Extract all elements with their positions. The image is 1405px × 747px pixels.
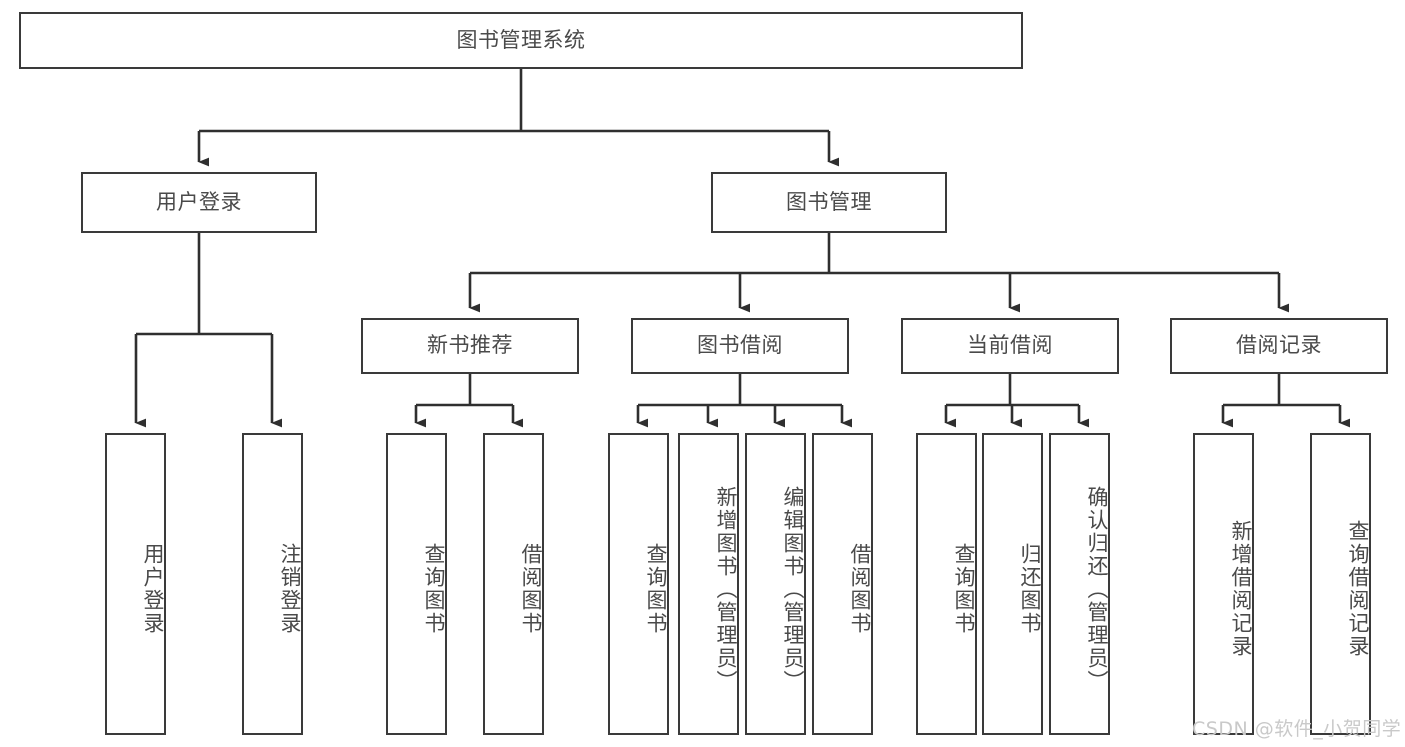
node-book-borrow-label: 图书借阅 bbox=[697, 333, 783, 358]
node-leaf-query-book-recommend-label: 查询图书 bbox=[422, 543, 446, 635]
node-leaf-query-book-current-label: 查询图书 bbox=[952, 543, 976, 635]
node-leaf-user-logout[interactable]: 注销登录 bbox=[242, 433, 303, 735]
node-leaf-edit-book-label: 编辑图书（管理员） bbox=[781, 485, 805, 693]
node-current-borrow[interactable]: 当前借阅 bbox=[901, 318, 1119, 374]
node-leaf-borrow-book-recommend-label: 借阅图书 bbox=[519, 543, 543, 635]
node-leaf-user-login[interactable]: 用户登录 bbox=[105, 433, 166, 735]
node-leaf-user-login-label: 用户登录 bbox=[141, 543, 165, 635]
node-leaf-borrow-book-recommend[interactable]: 借阅图书 bbox=[483, 433, 544, 735]
node-leaf-edit-book[interactable]: 编辑图书（管理员） bbox=[745, 433, 806, 735]
node-new-book-recommend-label: 新书推荐 bbox=[427, 333, 513, 358]
node-leaf-add-borrow-record[interactable]: 新增借阅记录 bbox=[1193, 433, 1254, 735]
node-leaf-query-borrow-record-label: 查询借阅记录 bbox=[1346, 520, 1370, 658]
node-leaf-add-borrow-record-label: 新增借阅记录 bbox=[1229, 520, 1253, 658]
node-leaf-return-book[interactable]: 归还图书 bbox=[982, 433, 1043, 735]
node-user-login-label: 用户登录 bbox=[156, 189, 242, 214]
node-leaf-query-book-current[interactable]: 查询图书 bbox=[916, 433, 977, 735]
node-book-management[interactable]: 图书管理 bbox=[711, 172, 947, 233]
node-leaf-confirm-return[interactable]: 确认归还（管理员） bbox=[1049, 433, 1110, 735]
node-leaf-confirm-return-label: 确认归还（管理员） bbox=[1085, 485, 1109, 693]
node-book-borrow[interactable]: 图书借阅 bbox=[631, 318, 849, 374]
node-leaf-user-logout-label: 注销登录 bbox=[278, 543, 302, 635]
node-root-label: 图书管理系统 bbox=[456, 27, 586, 52]
node-user-login[interactable]: 用户登录 bbox=[81, 172, 317, 233]
csdn-watermark: CSDN @软件_小贺同学 bbox=[1192, 718, 1402, 740]
node-leaf-borrow-book-label: 借阅图书 bbox=[848, 543, 872, 635]
node-leaf-query-book-recommend[interactable]: 查询图书 bbox=[386, 433, 447, 735]
node-leaf-add-book-label: 新增图书（管理员） bbox=[714, 485, 738, 693]
node-leaf-query-book-borrow-label: 查询图书 bbox=[644, 543, 668, 635]
node-leaf-query-borrow-record[interactable]: 查询借阅记录 bbox=[1310, 433, 1371, 735]
node-borrow-record-label: 借阅记录 bbox=[1236, 333, 1322, 358]
node-new-book-recommend[interactable]: 新书推荐 bbox=[361, 318, 579, 374]
node-leaf-add-book[interactable]: 新增图书（管理员） bbox=[678, 433, 739, 735]
node-leaf-return-book-label: 归还图书 bbox=[1018, 543, 1042, 635]
node-leaf-query-book-borrow[interactable]: 查询图书 bbox=[608, 433, 669, 735]
node-root[interactable]: 图书管理系统 bbox=[19, 12, 1023, 69]
node-current-borrow-label: 当前借阅 bbox=[967, 333, 1053, 358]
node-borrow-record[interactable]: 借阅记录 bbox=[1170, 318, 1388, 374]
node-leaf-borrow-book[interactable]: 借阅图书 bbox=[812, 433, 873, 735]
node-book-management-label: 图书管理 bbox=[786, 189, 872, 214]
